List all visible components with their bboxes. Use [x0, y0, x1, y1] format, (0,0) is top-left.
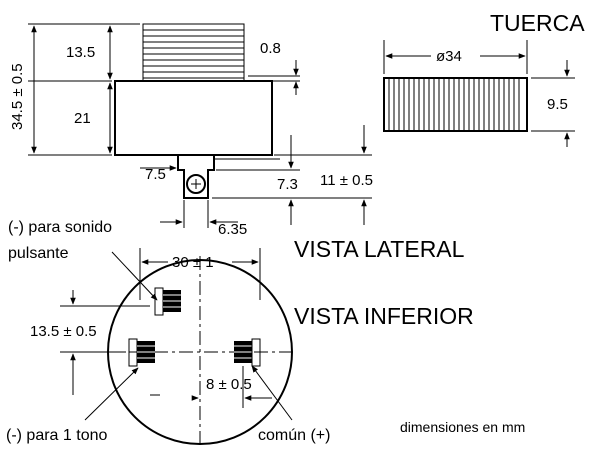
terminal-screw: [186, 174, 206, 194]
nut-drawing: [383, 77, 528, 132]
bottom-view-title: VISTA INFERIOR: [294, 303, 474, 329]
dim-pin-spacing-horizontal: 8 ± 0.5: [206, 376, 252, 393]
label-pulse-line1: (-) para sonido: [8, 219, 112, 236]
dim-nut-diameter: ø34: [436, 48, 462, 65]
dim-body-height: 21: [74, 110, 91, 127]
dim-terminal-width: 6.35: [218, 221, 247, 238]
dim-thread-step: 0.8: [260, 40, 281, 57]
dim-total-height: 34.5 ± 0.5: [9, 63, 26, 130]
thread-lines: [143, 29, 244, 79]
label-pulse-line2: pulsante: [8, 245, 69, 262]
units-note: dimensiones en mm: [400, 419, 525, 435]
side-view-dimension-lines: [28, 23, 372, 228]
dim-nut-height: 9.5: [547, 96, 568, 113]
label-tone: (-) para 1 tono: [6, 427, 107, 444]
nut-title: TUERCA: [490, 10, 585, 36]
dim-pin-spacing-vertical: 13.5 ± 0.5: [30, 323, 97, 340]
buzzer-body: [114, 80, 273, 156]
dim-terminal-total: 11 ± 0.5: [320, 172, 373, 189]
side-view-title: VISTA LATERAL: [294, 236, 465, 262]
side-view-drawing: [114, 23, 273, 199]
dim-terminal-height: 7.3: [277, 176, 298, 193]
pin-tone: [128, 338, 155, 367]
nut-body: [383, 77, 528, 132]
bottom-view-drawing: [104, 256, 296, 448]
nut-dimension-lines: [383, 40, 575, 147]
leader-lines: [84, 251, 293, 421]
terminal: [177, 155, 215, 199]
nut-knurl-lines: [388, 78, 520, 131]
label-common: común (+): [258, 427, 330, 444]
dim-thread-height: 13.5: [66, 44, 95, 61]
pin-common: [234, 338, 261, 367]
bottom-view-dimension-lines: [60, 248, 272, 408]
dim-terminal-offset: 7.5: [145, 166, 166, 183]
dim-bottom-diameter: 30 ± 1: [172, 254, 214, 271]
pin-pulse: [154, 287, 181, 316]
